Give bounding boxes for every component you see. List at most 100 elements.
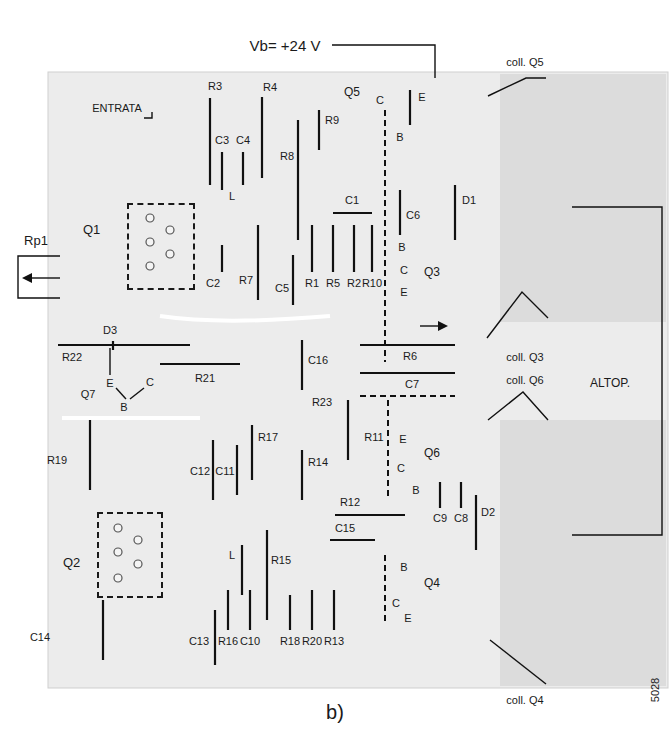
component-label: E	[400, 286, 407, 299]
component-label: R12	[340, 496, 360, 509]
component-label: D3	[103, 324, 117, 337]
copper-pad	[500, 420, 666, 686]
copper-pad	[500, 74, 666, 322]
diode-mark	[112, 341, 114, 350]
component-label: C	[376, 94, 384, 107]
transistor-lead	[109, 348, 110, 375]
capacitor-lead	[236, 445, 238, 495]
transistor-pin	[166, 226, 174, 234]
coil-lead	[241, 545, 243, 595]
resistor-lead	[335, 514, 405, 516]
component-label: B	[398, 241, 405, 254]
component-label: C3	[215, 134, 229, 147]
component-label: ALTOP.	[590, 376, 630, 390]
transistor-pin	[134, 536, 142, 544]
component-label: C11	[215, 465, 234, 478]
supply-lead	[332, 45, 435, 78]
transistor-pin	[114, 574, 122, 582]
resistor-lead	[251, 425, 253, 480]
component-label: C8	[454, 512, 468, 525]
resistor-lead	[311, 590, 313, 630]
component-label: E	[418, 91, 425, 104]
component-label: R7	[239, 274, 253, 287]
component-label: R1	[305, 277, 319, 290]
capacitor-lead	[439, 482, 441, 508]
resistor-lead	[209, 98, 211, 185]
component-label: coll. Q5	[506, 56, 543, 69]
component-label: Q7	[81, 388, 96, 401]
resistor-lead	[347, 400, 349, 460]
trace-gap	[62, 416, 200, 420]
capacitor-lead	[399, 190, 401, 235]
resistor-lead	[89, 420, 91, 490]
transistor-pin	[146, 238, 154, 246]
capacitor-lead	[292, 255, 294, 305]
drawing-number: 5028	[649, 678, 662, 702]
resistor-lead	[301, 450, 303, 500]
component-label: Q5	[344, 85, 360, 99]
resistor-lead	[360, 344, 455, 346]
capacitor-lead	[249, 590, 251, 630]
component-label: R11	[364, 431, 383, 444]
component-label: C7	[405, 378, 419, 391]
component-label: C	[146, 376, 154, 389]
component-label: R14	[308, 456, 328, 469]
component-label: R6	[403, 350, 417, 363]
resistor-lead	[160, 363, 240, 365]
arrow-head	[438, 321, 448, 331]
resistor-lead	[371, 225, 373, 272]
transistor-lead	[384, 555, 386, 625]
transistor-pin	[134, 560, 142, 568]
diode-lead	[454, 185, 456, 240]
resistor-lead	[353, 225, 355, 272]
component-label: R20	[302, 635, 322, 648]
input-mark	[144, 112, 152, 118]
component-label: R15	[271, 554, 291, 567]
arrow-head	[22, 273, 32, 283]
component-label: Q4	[424, 576, 440, 590]
component-label: L	[229, 549, 235, 562]
figure-caption: b)	[326, 701, 344, 723]
potentiometer-wiper	[30, 277, 60, 278]
component-label: R3	[208, 80, 222, 93]
transistor-lead	[409, 90, 411, 125]
component-label: R18	[280, 635, 300, 648]
component-label: B	[120, 401, 127, 414]
transistor-label: Q1	[83, 222, 100, 237]
capacitor-lead	[242, 152, 244, 185]
resistor-lead	[332, 225, 334, 272]
transistor-lead	[387, 400, 389, 500]
resistor-lead	[289, 595, 291, 630]
component-label: Rp1	[24, 233, 48, 248]
capacitor-lead	[333, 212, 372, 214]
component-label: R13	[324, 635, 344, 648]
component-label: D1	[462, 194, 476, 207]
transistor-lead	[384, 110, 386, 362]
component-label: coll. Q6	[506, 374, 543, 387]
collector-mark	[490, 640, 546, 684]
component-label: Q6	[424, 446, 440, 460]
capacitor-lead	[214, 610, 216, 665]
component-label: C5	[275, 282, 289, 295]
resistor-lead	[333, 590, 335, 630]
component-label: B	[400, 561, 407, 574]
transistor-outline: Q2	[97, 512, 163, 598]
arrow-line	[420, 325, 440, 326]
transistor-lead	[130, 388, 144, 399]
component-label: R5	[326, 277, 340, 290]
component-label: E	[404, 612, 411, 625]
component-label: R8	[280, 150, 294, 163]
component-label: C	[400, 264, 408, 277]
resistor-lead	[227, 590, 229, 630]
component-label: L	[229, 190, 235, 203]
component-label: C14	[30, 631, 50, 644]
component-label: B	[396, 131, 403, 144]
diode-lead	[475, 495, 477, 550]
component-label: coll. Q4	[506, 694, 543, 707]
component-label: Vb= +24 V	[250, 37, 321, 54]
collector-mark	[488, 392, 548, 420]
resistor-lead	[297, 120, 299, 240]
component-label: coll. Q3	[506, 351, 543, 364]
collector-mark	[487, 292, 548, 338]
capacitor-lead	[301, 340, 303, 390]
